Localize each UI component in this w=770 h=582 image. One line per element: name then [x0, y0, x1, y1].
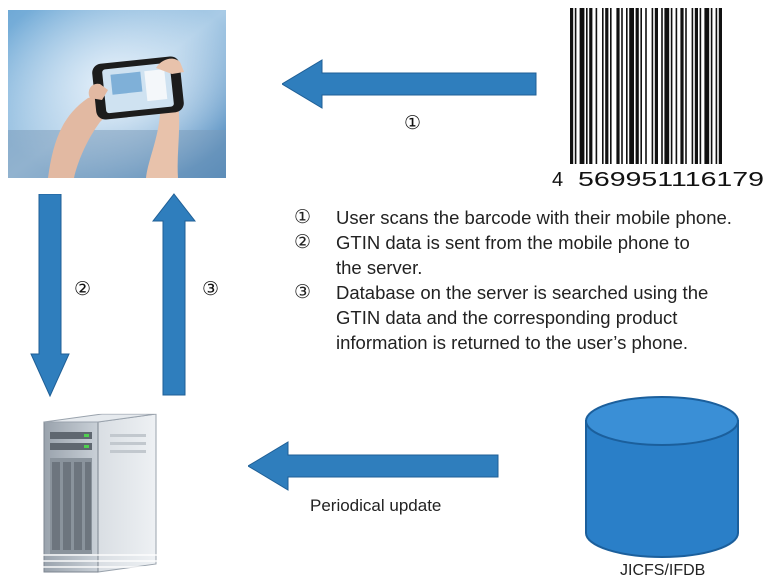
update-arrow-label: Periodical update [310, 496, 442, 515]
return-arrow [152, 193, 196, 396]
barcode-bar [610, 8, 612, 164]
step-text: GTIN data is sent from the mobile phone … [336, 232, 690, 278]
step-item: ② GTIN data is sent from the mobile phon… [292, 230, 762, 280]
barcode-bar [710, 8, 713, 164]
step-item: ① User scans the barcode with their mobi… [292, 205, 762, 230]
barcode-bar [685, 8, 687, 164]
barcode-bar [654, 8, 658, 164]
barcode-image: 4 569951116179 [548, 8, 768, 191]
barcode-bar [699, 8, 702, 164]
steps-list: ① User scans the barcode with their mobi… [292, 205, 762, 355]
scan-arrow-label: ① [404, 113, 422, 134]
scan-arrow [282, 59, 537, 109]
barcode-bar [579, 8, 585, 164]
barcode-bar [589, 8, 593, 164]
barcode-prefix: 4 [552, 169, 563, 188]
barcode-bar [570, 8, 574, 164]
send-arrow [30, 194, 70, 398]
step-number: ② [294, 232, 312, 253]
barcode-bar [602, 8, 604, 164]
barcode-bar [586, 8, 588, 164]
step-number: ① [294, 207, 312, 228]
barcode-bar [635, 8, 639, 164]
step-text: User scans the barcode with their mobile… [336, 207, 732, 228]
barcode-bar [694, 8, 698, 164]
barcode-bar [574, 8, 577, 164]
step-text: Database on the server is searched using… [336, 282, 709, 353]
barcode-bar [704, 8, 710, 164]
barcode-bar [718, 8, 722, 164]
return-arrow-label: ③ [202, 279, 220, 300]
barcode-bar [626, 8, 628, 164]
send-arrow-label: ② [74, 279, 92, 300]
database-label: JICFS/IFDB [620, 562, 706, 579]
barcode-bar [664, 8, 670, 164]
database-cylinder [584, 395, 740, 559]
barcode-bar [605, 8, 609, 164]
phone-photo-icon [8, 10, 226, 178]
barcode-bar [645, 8, 647, 164]
barcode-bar [680, 8, 684, 164]
database-icon [585, 396, 739, 558]
update-arrow [248, 441, 499, 491]
barcode-bar [691, 8, 694, 164]
step-item: ③ Database on the server is searched usi… [292, 280, 762, 355]
server-image [30, 404, 162, 576]
barcode-bar [675, 8, 678, 164]
phone-scanning-photo [8, 10, 226, 178]
barcode-bar [595, 8, 598, 164]
barcode-bar [651, 8, 654, 164]
barcode-bar [621, 8, 623, 164]
barcode-icon: 4 569951116179 [552, 8, 764, 191]
server-icon [30, 406, 162, 573]
barcode-digits: 569951116179 [578, 169, 764, 188]
barcode-bar [629, 8, 634, 164]
step-number: ③ [294, 282, 312, 303]
barcode-bar [616, 8, 620, 164]
barcode-bar [715, 8, 718, 164]
barcode-bar [661, 8, 663, 164]
barcode-bar [670, 8, 673, 164]
barcode-bar [640, 8, 642, 164]
